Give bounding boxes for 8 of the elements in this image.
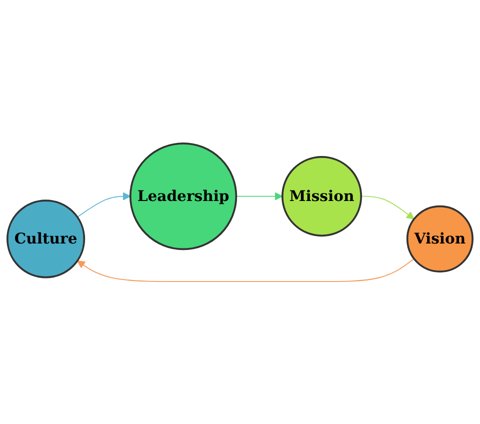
- node-circle: Leadership: [129, 142, 238, 250]
- node-circle: Mission: [281, 156, 362, 236]
- arrow: [236, 192, 283, 200]
- node-circle: Culture: [6, 199, 86, 278]
- arrow: [76, 192, 131, 218]
- node-circle: Vision: [406, 204, 474, 272]
- arrow: [76, 258, 414, 282]
- arrow: [360, 195, 414, 219]
